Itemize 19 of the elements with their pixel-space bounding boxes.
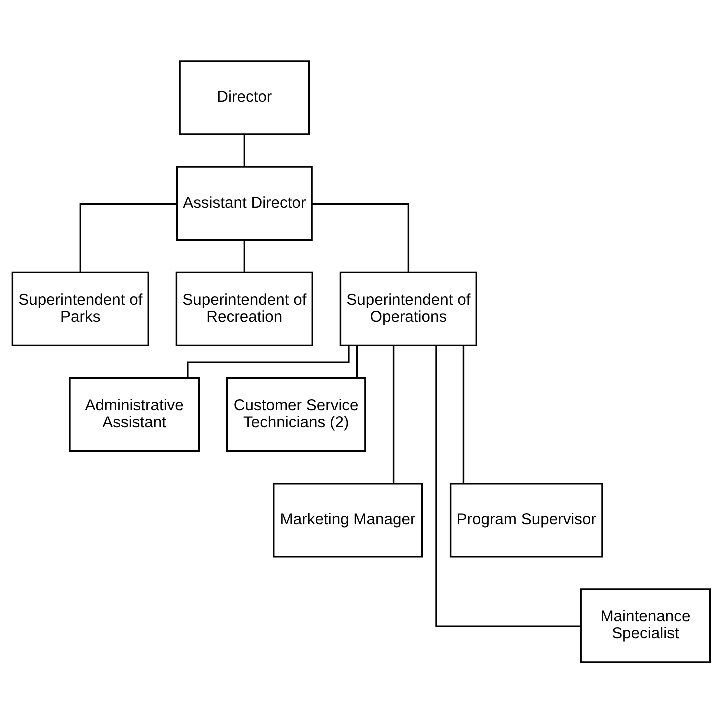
- connector: [436, 345, 581, 627]
- node-box: Director: [179, 60, 310, 135]
- connector: [392, 346, 395, 484]
- node-box: Superintendent of Operations: [340, 271, 478, 346]
- node-box: Program Supervisor: [450, 482, 604, 558]
- node-box: Administrative Assistant: [69, 376, 200, 452]
- connector: [312, 202, 410, 272]
- connector: [356, 345, 358, 378]
- node-box: Superintendent of Parks: [12, 271, 150, 346]
- connector: [244, 240, 246, 272]
- node-box: Customer Service Technicians (2): [226, 376, 366, 452]
- connector: [244, 134, 246, 167]
- node-box: Maintenance Specialist: [580, 588, 712, 663]
- node-box: Marketing Manager: [273, 482, 423, 558]
- connector: [462, 346, 465, 484]
- connector: [80, 202, 177, 272]
- node-box: Assistant Director: [176, 166, 313, 240]
- connector: [187, 345, 350, 378]
- node-box: Superintendent of Recreation: [176, 271, 314, 346]
